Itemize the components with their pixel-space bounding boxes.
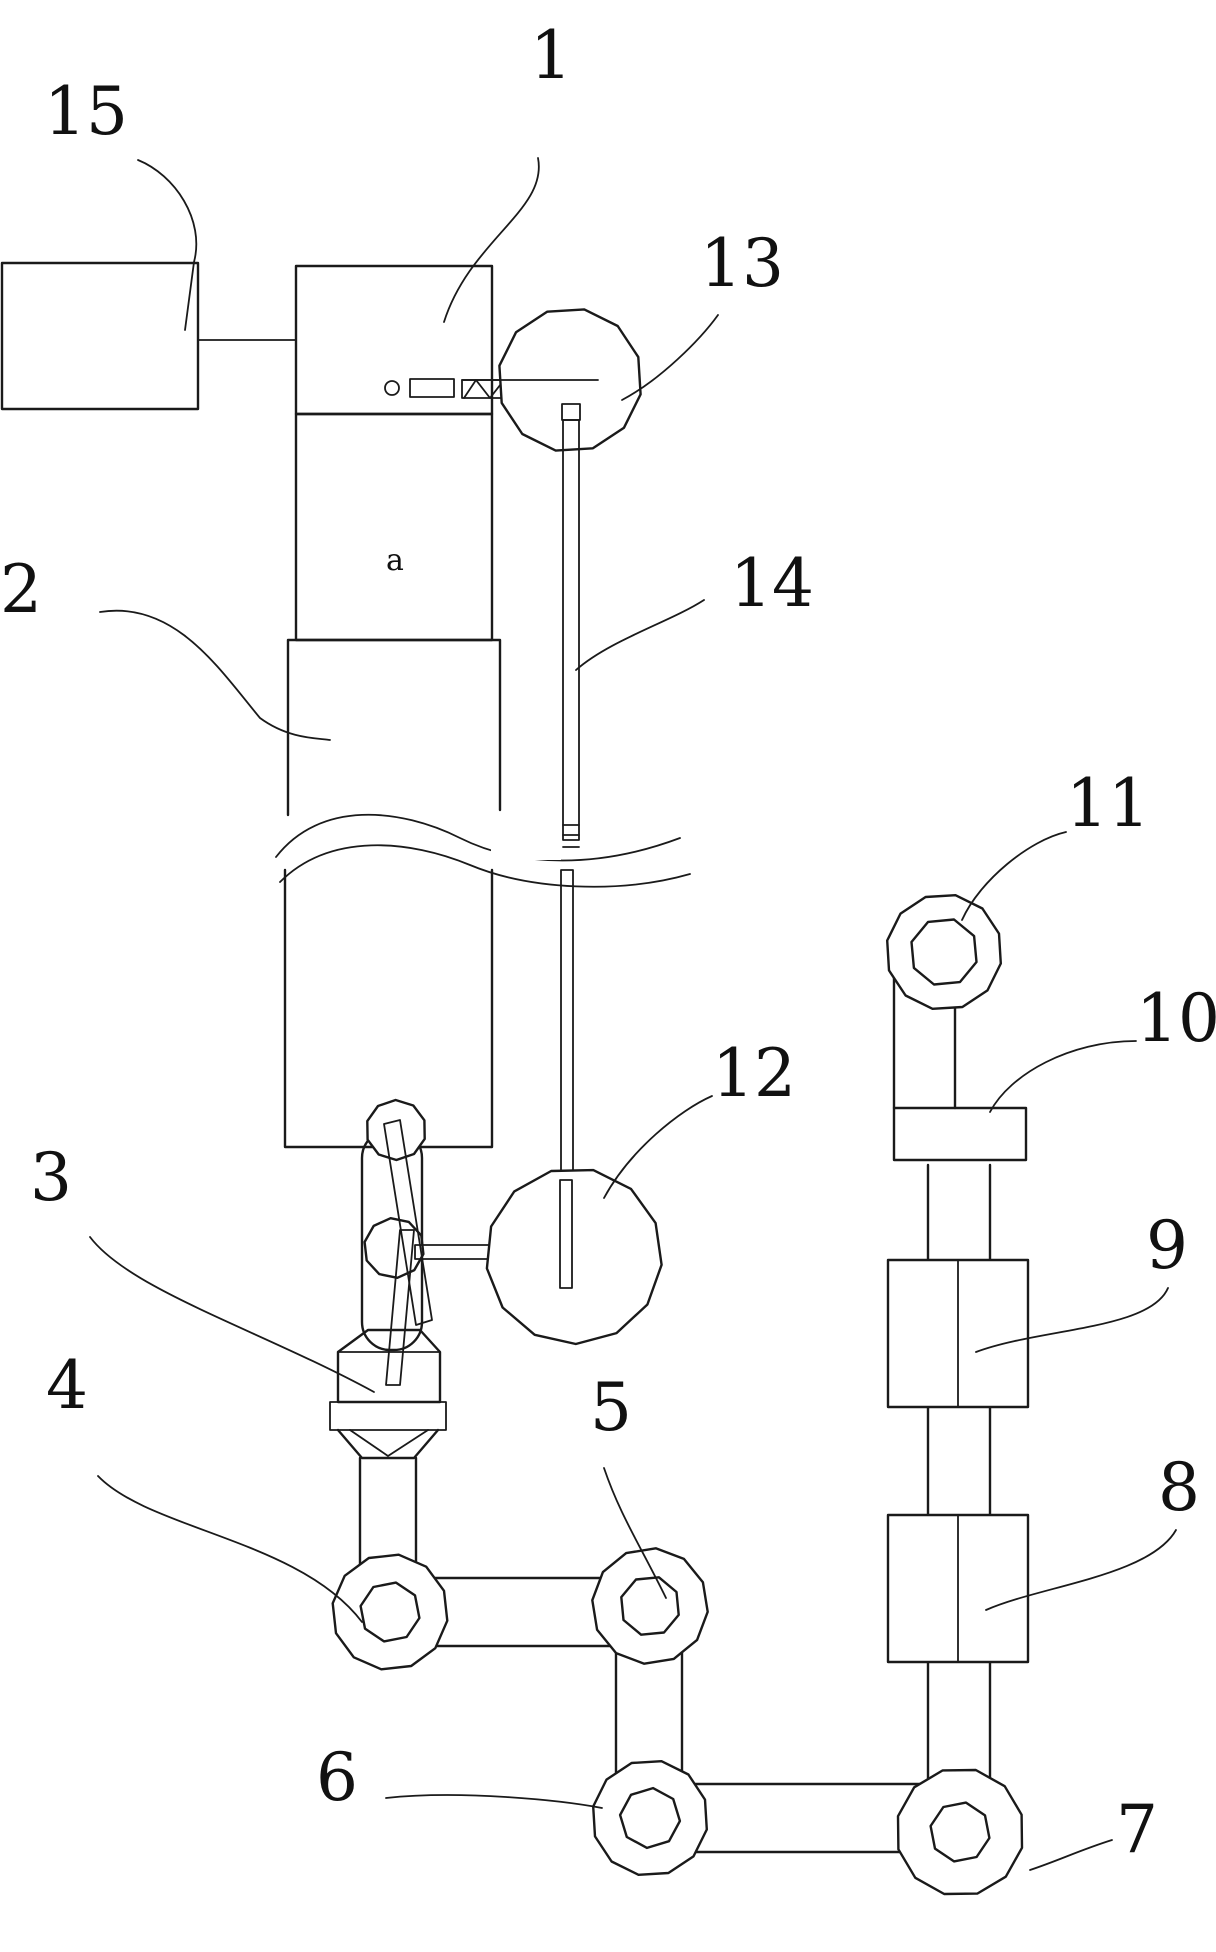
- joint-11: [886, 894, 1002, 1010]
- callout-1: 1: [530, 17, 572, 94]
- joint-7: [896, 1768, 1024, 1896]
- callout-13: 13: [700, 225, 784, 302]
- callout-10: 10: [1136, 980, 1216, 1057]
- part-3-linkage: [329, 1098, 502, 1577]
- part-10-block: [892, 1106, 1028, 1162]
- callout-14: 14: [730, 545, 814, 622]
- callout-7: 7: [1116, 1791, 1158, 1868]
- callout-3: 3: [30, 1139, 72, 1216]
- leader-lines: [89, 157, 1177, 1871]
- callout-9: 9: [1146, 1207, 1188, 1284]
- joint-5: [591, 1547, 709, 1665]
- callout-11: 11: [1066, 765, 1150, 842]
- callout-15: 15: [44, 73, 128, 150]
- part-12-polygon: [485, 1168, 663, 1346]
- part-9-block: [886, 1258, 1030, 1409]
- callout-12: 12: [712, 1035, 796, 1112]
- indicator-mark-a: a: [386, 543, 404, 578]
- callout-2: 2: [0, 551, 42, 628]
- joint-6: [592, 1759, 708, 1877]
- part-2-housing: [275, 638, 691, 1149]
- callout-labels: 15 1 13 2 14 11 10 12 3 9 4 5 8 6 7: [0, 17, 1216, 1868]
- part-14-rod: [560, 403, 581, 1291]
- callout-8: 8: [1158, 1449, 1200, 1526]
- callout-5: 5: [590, 1369, 632, 1446]
- part-13-polygon: [461, 308, 642, 452]
- part-8-block: [886, 1513, 1030, 1664]
- joint-4: [331, 1553, 449, 1671]
- part-15-box: [0, 261, 297, 411]
- callout-6: 6: [316, 1739, 358, 1816]
- callout-4: 4: [46, 1347, 88, 1424]
